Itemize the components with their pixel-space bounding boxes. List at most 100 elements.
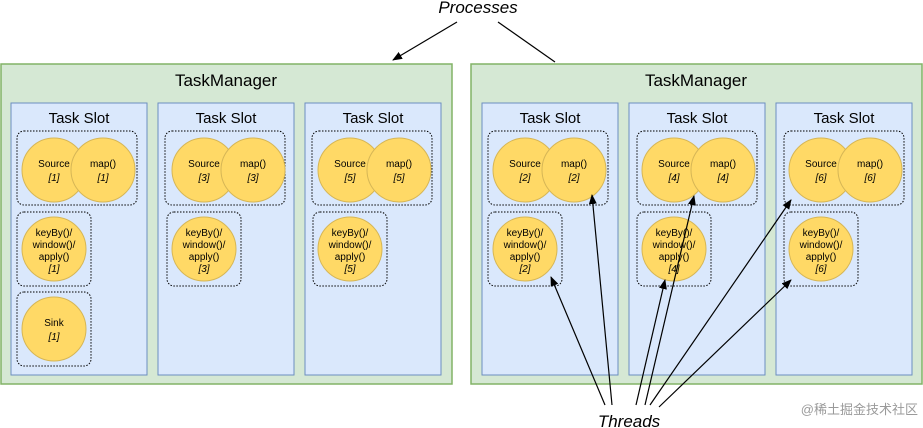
source-4-index: [4] — [667, 173, 679, 184]
source-map-group-3 — [164, 130, 286, 206]
task-slot-2: Task Slot Source [2] map() [2] keyBy()/ … — [481, 102, 619, 376]
window-6-circle — [788, 216, 854, 282]
task-slot-5-title: Task Slot — [343, 110, 405, 127]
thread-arrow-window-2 — [550, 276, 606, 406]
map-1-circle — [70, 137, 136, 203]
window-6-index: [6] — [814, 264, 826, 275]
window-2-line2: window()/ — [503, 240, 547, 251]
window-group-1 — [16, 211, 92, 287]
source-map-group-6 — [783, 130, 905, 206]
window-4-line3: apply() — [659, 252, 690, 263]
window-2-line3: apply() — [510, 252, 541, 263]
source-6-label: Source — [805, 159, 837, 170]
window-3-index: [3] — [197, 264, 209, 275]
task-slot-3-title: Task Slot — [196, 110, 258, 127]
processes-line-right — [497, 21, 556, 63]
map-6-index: [6] — [863, 173, 875, 184]
window-1-circle — [21, 216, 87, 282]
threads-label: Threads — [598, 412, 661, 428]
watermark-text: @稀土掘金技术社区 — [801, 402, 918, 417]
map-1-index: [1] — [96, 173, 108, 184]
task-slot-2-title: Task Slot — [520, 110, 582, 127]
window-6-line1: keyBy()/ — [803, 228, 840, 239]
thread-arrow-source-6 — [649, 199, 792, 406]
window-4-line1: keyBy()/ — [656, 228, 693, 239]
task-manager-2-title: TaskManager — [645, 71, 747, 90]
task-slot-4-title: Task Slot — [667, 110, 729, 127]
map-5-label: map() — [386, 159, 412, 170]
processes-label: Processes — [438, 0, 518, 17]
sink-1-label: Sink — [44, 318, 64, 329]
task-slot-1-title: Task Slot — [49, 110, 111, 127]
map-4-circle — [690, 137, 756, 203]
window-group-5 — [312, 211, 388, 287]
source-1-index: [1] — [47, 173, 59, 184]
task-slot-1: Task Slot Source [1] map() [1] keyBy()/ … — [10, 102, 148, 376]
source-2-label: Source — [509, 159, 541, 170]
task-slot-3: Task Slot Source [3] map() [3] keyBy()/ … — [157, 102, 295, 376]
threads-arrows — [550, 194, 792, 408]
window-1-line1: keyBy()/ — [36, 228, 73, 239]
window-5-line2: window()/ — [328, 240, 372, 251]
thread-arrow-window-6 — [658, 279, 792, 408]
source-3-label: Source — [188, 159, 220, 170]
window-5-line3: apply() — [335, 252, 366, 263]
source-5-index: [5] — [343, 173, 355, 184]
processes-arrow-left — [392, 21, 458, 61]
thread-arrow-map-2 — [588, 194, 613, 406]
window-group-4 — [636, 211, 712, 287]
map-2-label: map() — [561, 159, 587, 170]
window-4-index: [4] — [667, 264, 679, 275]
window-2-index: [2] — [518, 264, 530, 275]
window-2-line1: keyBy()/ — [507, 228, 544, 239]
window-1-line3: apply() — [39, 252, 70, 263]
source-2-index: [2] — [518, 173, 530, 184]
window-5-circle — [317, 216, 383, 282]
window-group-3 — [166, 211, 242, 287]
window-6-line2: window()/ — [799, 240, 843, 251]
window-group-2 — [487, 211, 563, 287]
source-map-group-5 — [311, 130, 433, 206]
source-6-index: [6] — [814, 173, 826, 184]
window-6-line3: apply() — [806, 252, 837, 263]
source-5-label: Source — [334, 159, 366, 170]
sink-group-1 — [16, 291, 92, 367]
map-1-label: map() — [90, 159, 116, 170]
map-4-label: map() — [710, 159, 736, 170]
map-3-label: map() — [240, 159, 266, 170]
sink-1-index: [1] — [47, 332, 59, 343]
source-3-index: [3] — [197, 173, 209, 184]
map-6-circle — [837, 137, 903, 203]
window-3-line2: window()/ — [182, 240, 226, 251]
map-5-circle — [366, 137, 432, 203]
task-slot-5: Task Slot Source [5] map() [5] keyBy()/ … — [304, 102, 442, 376]
source-map-group-2 — [487, 130, 609, 206]
task-slot-6-title: Task Slot — [814, 110, 876, 127]
task-manager-1-title: TaskManager — [175, 71, 277, 90]
window-3-line1: keyBy()/ — [186, 228, 223, 239]
window-2-circle — [492, 216, 558, 282]
window-1-line2: window()/ — [32, 240, 76, 251]
source-1-label: Source — [38, 159, 70, 170]
sink-1-circle — [21, 296, 87, 362]
window-1-index: [1] — [47, 264, 59, 275]
source-4-label: Source — [658, 159, 690, 170]
task-manager-1: TaskManager Task Slot Source [1] map() [… — [0, 63, 453, 385]
window-3-line3: apply() — [189, 252, 220, 263]
window-5-index: [5] — [343, 264, 355, 275]
source-map-group-4 — [636, 130, 758, 206]
map-2-circle — [541, 137, 607, 203]
window-5-line1: keyBy()/ — [332, 228, 369, 239]
task-slot-6: Task Slot Source [6] map() [6] keyBy()/ … — [775, 102, 913, 376]
task-slot-4: Task Slot Source [4] map() [4] keyBy()/ … — [628, 102, 766, 376]
thread-arrow-map-4 — [644, 195, 696, 406]
task-manager-2: TaskManager Task Slot Source [2] map() [… — [470, 63, 923, 385]
source-map-group-1 — [16, 130, 138, 206]
map-6-label: map() — [857, 159, 883, 170]
window-group-6 — [783, 211, 859, 287]
map-4-index: [4] — [716, 173, 728, 184]
window-4-line2: window()/ — [652, 240, 696, 251]
window-3-circle — [171, 216, 237, 282]
thread-arrow-window-4 — [635, 279, 667, 406]
